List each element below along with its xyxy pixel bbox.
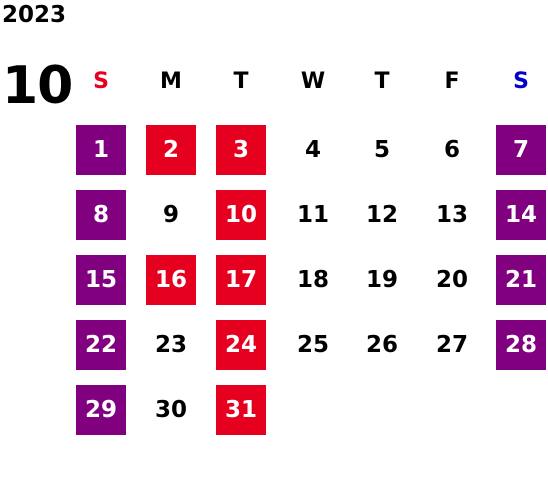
day-cell-2[interactable]: 2 bbox=[146, 125, 196, 175]
weekday-0: S bbox=[93, 68, 109, 94]
weekday-6: S bbox=[513, 68, 529, 94]
day-cell-12[interactable]: 12 bbox=[365, 202, 398, 228]
weekday-5: F bbox=[444, 68, 460, 94]
day-cell-5[interactable]: 5 bbox=[373, 137, 390, 163]
day-cell-17[interactable]: 17 bbox=[216, 255, 266, 305]
day-cell-10[interactable]: 10 bbox=[216, 190, 266, 240]
day-cell-19[interactable]: 19 bbox=[365, 267, 398, 293]
day-cell-13[interactable]: 13 bbox=[435, 202, 468, 228]
day-cell-24[interactable]: 24 bbox=[216, 320, 266, 370]
day-cell-8[interactable]: 8 bbox=[76, 190, 126, 240]
weekday-1: M bbox=[160, 68, 182, 94]
day-cell-28[interactable]: 28 bbox=[496, 320, 546, 370]
day-cell-15[interactable]: 15 bbox=[76, 255, 126, 305]
weekday-2: T bbox=[233, 68, 249, 94]
day-cell-9[interactable]: 9 bbox=[162, 202, 179, 228]
day-cell-6[interactable]: 6 bbox=[443, 137, 460, 163]
day-cell-25[interactable]: 25 bbox=[296, 332, 329, 358]
day-cell-11[interactable]: 11 bbox=[296, 202, 329, 228]
day-cell-16[interactable]: 16 bbox=[146, 255, 196, 305]
year-label: 2023 bbox=[2, 2, 67, 28]
day-cell-18[interactable]: 18 bbox=[296, 267, 329, 293]
day-cell-29[interactable]: 29 bbox=[76, 385, 126, 435]
day-cell-3[interactable]: 3 bbox=[216, 125, 266, 175]
day-cell-26[interactable]: 26 bbox=[365, 332, 398, 358]
day-cell-30[interactable]: 30 bbox=[154, 397, 187, 423]
day-cell-20[interactable]: 20 bbox=[435, 267, 468, 293]
month-label: 10 bbox=[2, 56, 73, 116]
day-cell-31[interactable]: 31 bbox=[216, 385, 266, 435]
weekday-4: T bbox=[374, 68, 390, 94]
day-cell-14[interactable]: 14 bbox=[496, 190, 546, 240]
day-cell-4[interactable]: 4 bbox=[304, 137, 321, 163]
day-cell-21[interactable]: 21 bbox=[496, 255, 546, 305]
day-cell-27[interactable]: 27 bbox=[435, 332, 468, 358]
day-cell-7[interactable]: 7 bbox=[496, 125, 546, 175]
weekday-3: W bbox=[300, 68, 326, 94]
day-cell-23[interactable]: 23 bbox=[154, 332, 187, 358]
day-cell-1[interactable]: 1 bbox=[76, 125, 126, 175]
day-cell-22[interactable]: 22 bbox=[76, 320, 126, 370]
